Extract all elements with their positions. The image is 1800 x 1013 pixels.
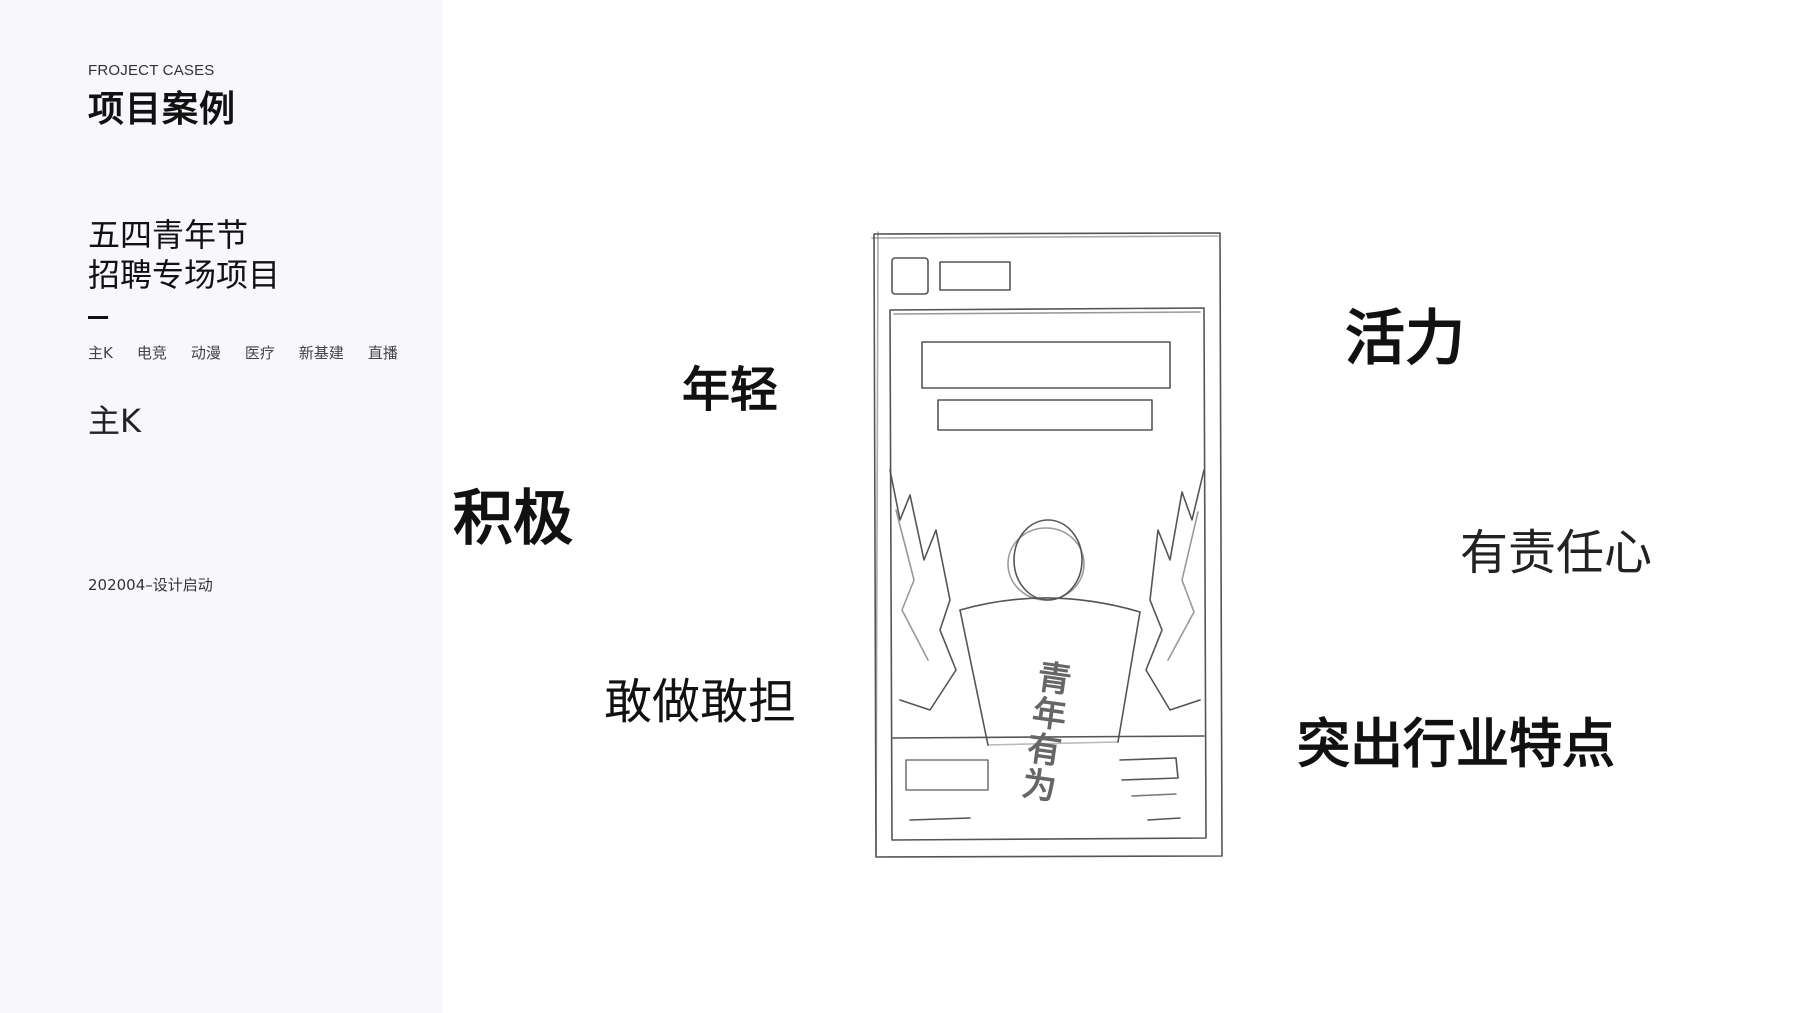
- sketch-title-glyph: 年: [1030, 693, 1069, 737]
- sketch-title-glyph-1: 青年有为: [1020, 657, 1074, 808]
- sketch-title-glyph: 有: [1025, 728, 1064, 772]
- keyword-positive: 积极: [453, 484, 573, 554]
- category-nav: 主K 电竞 动漫 医疗 新基建 直播: [88, 342, 422, 363]
- phone-wireframe-sketch: 青年有为: [871, 231, 1223, 858]
- keyword-brave: 敢做敢担: [604, 674, 797, 730]
- sidebar: FROJECT CASES 项目案例 五四青年节 招聘专场项目 主K 电竞 动漫…: [0, 0, 443, 1013]
- project-name-line-2: 招聘专场项目: [88, 256, 281, 294]
- category-item-medical[interactable]: 医疗: [244, 344, 275, 362]
- page-title: 项目案例: [88, 89, 237, 130]
- category-item-infrastructure[interactable]: 新基建: [298, 344, 344, 362]
- keyword-young: 年轻: [682, 362, 779, 418]
- project-name: 五四青年节 招聘专场项目: [88, 215, 280, 295]
- category-item-main-k[interactable]: 主K: [88, 344, 113, 362]
- project-name-line-1: 五四青年节: [88, 216, 249, 254]
- sketch-title-glyph: 青: [1035, 657, 1074, 701]
- project-date: 202004–设计启动: [88, 576, 213, 594]
- current-category-label: 主K: [88, 402, 141, 440]
- keyword-vitality: 活力: [1345, 304, 1465, 374]
- sketch-title-glyph: 为: [1020, 764, 1059, 808]
- keyword-industry: 突出行业特点: [1297, 714, 1615, 775]
- category-item-esports[interactable]: 电竞: [136, 344, 167, 362]
- divider-dash: [88, 316, 108, 319]
- keyword-responsibility: 有责任心: [1460, 525, 1653, 581]
- category-item-live[interactable]: 直播: [367, 344, 398, 362]
- section-eyebrow: FROJECT CASES: [88, 62, 215, 79]
- category-item-anime[interactable]: 动漫: [190, 344, 221, 362]
